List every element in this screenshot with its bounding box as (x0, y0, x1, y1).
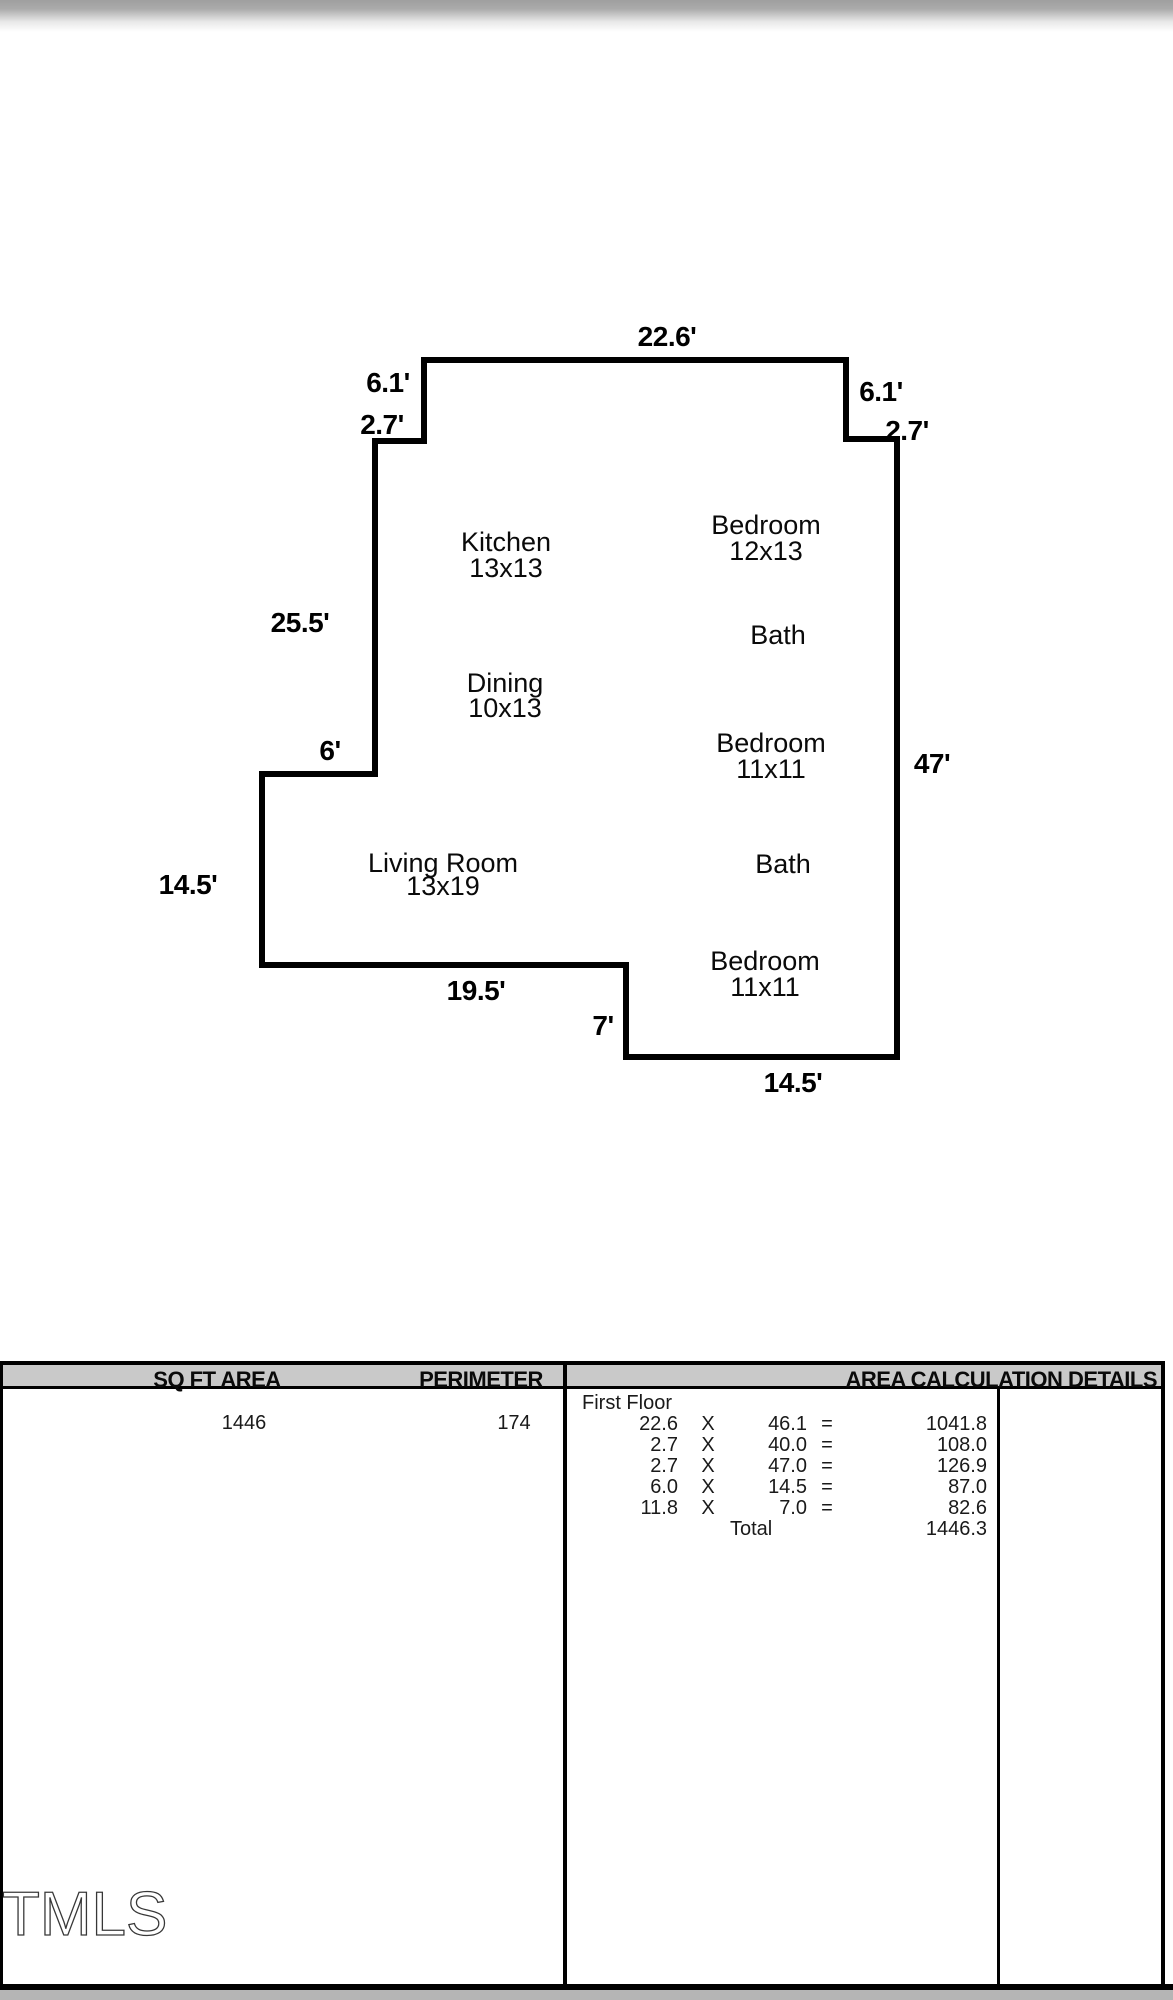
page-top-scan-bar (0, 0, 1173, 34)
calc-dim-b: 40.0 (768, 1434, 807, 1456)
dim-right-side: 47' (914, 748, 950, 779)
calc-multiply-sign: X (701, 1434, 715, 1456)
table-divider-2 (997, 1389, 1000, 1985)
calc-row: 22.6 X 46.1 = 1041.8 (565, 1414, 1003, 1435)
dim-left-notch: 6' (319, 735, 340, 766)
dim-right-upper: 6.1' (859, 376, 903, 407)
first-floor-label: First Floor (582, 1392, 672, 1414)
room-bedroom2-name: Bedroom (716, 728, 826, 758)
dim-top: 22.6' (638, 321, 697, 352)
room-bedroom2-dims: 11x11 (736, 754, 806, 784)
calc-multiply-sign: X (701, 1413, 715, 1435)
calc-multiply-sign: X (701, 1476, 715, 1498)
calc-total-value: 1446.3 (925, 1518, 987, 1540)
calc-equals-sign: = (821, 1434, 833, 1456)
dim-bottom-left: 19.5' (447, 975, 506, 1006)
calc-dim-b: 7.0 (779, 1497, 807, 1519)
dim-left-step: 2.7' (360, 409, 404, 440)
calc-result: 87.0 (948, 1476, 987, 1498)
header-sqft-area: SQ FT AREA (153, 1367, 281, 1392)
calc-dim-a: 11.8 (640, 1497, 678, 1519)
calc-dim-b: 46.1 (768, 1413, 807, 1435)
room-living-name: Living Room (368, 848, 518, 878)
perimeter-value: 174 (497, 1412, 531, 1434)
calc-equals-sign: = (821, 1497, 833, 1519)
header-perimeter: PERIMETER (419, 1367, 543, 1392)
dim-left-lower: 14.5' (159, 869, 218, 900)
room-dining-name: Dining (467, 668, 544, 698)
room-dining-dims: 10x13 (468, 693, 542, 723)
room-living-dims: 13x19 (406, 871, 480, 901)
floorplan-drawing: 22.6' 6.1' 2.7' 6.1' 2.7' 25.5' 6' 14.5'… (159, 321, 951, 1098)
room-bedroom1-dims: 12x13 (729, 536, 803, 566)
calc-dim-a: 22.6 (639, 1413, 678, 1435)
room-kitchen-name: Kitchen (461, 527, 551, 557)
room-bedroom1-name: Bedroom (711, 510, 821, 540)
area-calc-details-block: First Floor 22.6 X 46.1 = 1041.8 2.7 X 4… (565, 1393, 1003, 1540)
table-header-band: SQ FT AREA PERIMETER AREA CALCULATION DE… (0, 1361, 1165, 1392)
page-bottom-border (0, 1984, 1173, 1990)
calc-multiply-sign: X (701, 1497, 715, 1519)
calc-row: 2.7 X 47.0 = 126.9 (565, 1456, 1003, 1477)
page-bottom-scan-bar (0, 1990, 1173, 2000)
tmls-watermark-logo: TMLS (1, 1879, 168, 1949)
dim-right-step: 2.7' (885, 415, 929, 446)
room-bath2: Bath (755, 849, 811, 879)
calc-dim-a: 6.0 (650, 1476, 678, 1498)
table-right-border (1161, 1361, 1165, 1985)
calc-total-row: Total 1446.3 (565, 1519, 1003, 1540)
table-divider-1 (563, 1361, 567, 1985)
dim-notch-7: 7' (592, 1010, 613, 1041)
dim-left-upper: 6.1' (366, 367, 410, 398)
floorplan-outline (259, 357, 900, 1060)
calc-result: 108.0 (936, 1434, 987, 1456)
calc-dim-b: 14.5 (768, 1476, 807, 1498)
calc-row: 2.7 X 40.0 = 108.0 (565, 1435, 1003, 1456)
calc-result: 126.9 (936, 1455, 987, 1477)
room-kitchen-dims: 13x13 (469, 553, 543, 583)
dim-bottom-right: 14.5' (764, 1067, 823, 1098)
calc-row: 6.0 X 14.5 = 87.0 (565, 1477, 1003, 1498)
calc-total-label: Total (730, 1518, 773, 1540)
calc-dim-b: 47.0 (768, 1455, 807, 1477)
calc-dim-a: 2.7 (650, 1455, 678, 1477)
table-left-border (0, 1361, 3, 1985)
header-area-calc-details: AREA CALCULATION DETAILS (845, 1367, 1158, 1392)
dim-left-side: 25.5' (271, 607, 330, 638)
calc-equals-sign: = (821, 1476, 833, 1498)
calc-equals-sign: = (821, 1413, 833, 1435)
calc-result: 82.6 (948, 1497, 987, 1519)
room-bath1: Bath (750, 620, 806, 650)
calc-row: 11.8 X 7.0 = 82.6 (565, 1498, 1003, 1519)
room-bedroom3-dims: 11x11 (730, 972, 800, 1002)
calc-equals-sign: = (821, 1455, 833, 1477)
room-bedroom3-name: Bedroom (710, 946, 820, 976)
calc-multiply-sign: X (701, 1455, 715, 1477)
calc-result: 1041.8 (925, 1413, 987, 1435)
sqft-area-value: 1446 (221, 1412, 267, 1434)
calc-dim-a: 2.7 (650, 1434, 678, 1456)
